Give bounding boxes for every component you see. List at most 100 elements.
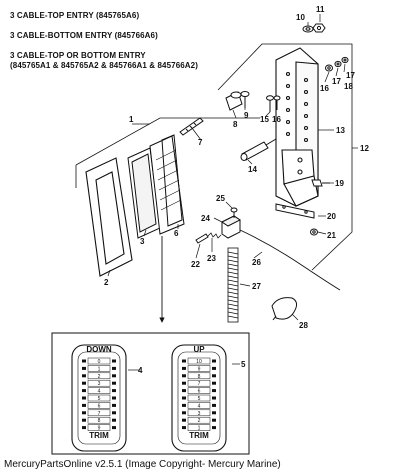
decal-down-number: 5 <box>98 396 101 402</box>
callout-28: 28 <box>299 321 308 330</box>
part-frame-2 <box>85 157 133 277</box>
decal-up-tick-mark <box>182 381 186 385</box>
callout-26: 26 <box>252 258 261 267</box>
decal-up-cell <box>187 379 211 387</box>
decal-down-tick-mark <box>112 418 116 422</box>
callout-5: 5 <box>241 360 246 369</box>
callout-18: 18 <box>344 82 353 91</box>
decal-up-cell <box>187 357 211 365</box>
decal-down-cell <box>87 424 111 431</box>
decal-down-cell <box>87 394 111 402</box>
part-nut-11 <box>312 23 326 33</box>
decal-down-number: 1 <box>98 366 101 372</box>
decal-down-tick-mark <box>112 381 116 385</box>
callout-12: 12 <box>360 144 369 153</box>
header-line-1: 3 CABLE-TOP ENTRY (845765A6) <box>10 11 140 20</box>
decal-down-number: 4 <box>98 389 101 395</box>
decal-down-number: 0 <box>98 359 101 365</box>
decal-up-tick-mark <box>182 389 186 393</box>
decal-down-number: 8 <box>98 418 101 424</box>
part-screw-25 <box>230 207 238 218</box>
decal-up-tick-mark <box>212 374 216 378</box>
header-line-4: (845765A1 & 845765A2 & 845766A1 & 845766… <box>10 61 198 70</box>
callout-23: 23 <box>207 254 216 263</box>
decal-panel-box <box>51 332 250 455</box>
callout-9: 9 <box>244 111 249 120</box>
decal-up-number: 6 <box>198 389 201 395</box>
part-screw-9 <box>240 91 250 108</box>
decal-down-tick-mark <box>112 389 116 393</box>
callout-11: 11 <box>316 5 325 14</box>
decal-up-tick-mark <box>182 426 186 430</box>
decal-down-tick-mark <box>82 418 86 422</box>
decal-down-cell <box>87 372 111 380</box>
decal-down-cell <box>87 357 111 365</box>
decal-down-number: 6 <box>98 403 101 409</box>
decal-down-tick-mark <box>82 389 86 393</box>
part-backplate-6 <box>149 134 185 235</box>
copyright-footer: MercuryPartsOnline v2.5.1 (Image Copyrig… <box>4 459 281 470</box>
decal-down-cell <box>87 379 111 387</box>
decal-down-trim: TRIM <box>89 431 109 440</box>
decal-up-cell <box>187 416 211 424</box>
decal-up-tick-mark <box>182 403 186 407</box>
part-block-24 <box>221 215 241 239</box>
header-line-2: 3 CABLE-BOTTOM ENTRY (845766A6) <box>10 31 158 40</box>
decal-down-tick-mark <box>82 426 86 430</box>
decal-down-cell <box>87 416 111 424</box>
decal-up-cell <box>187 387 211 394</box>
callout-7: 7 <box>198 138 203 147</box>
decal-up-cell <box>187 402 211 409</box>
decal-up-tick-mark <box>182 411 186 415</box>
decal-up-tick-mark <box>182 418 186 422</box>
decal-down-cell <box>87 402 111 409</box>
decal-up-tick-mark <box>212 381 216 385</box>
callout-25: 25 <box>216 194 225 203</box>
decal-up-number: 7 <box>198 381 201 387</box>
decal-up-cell <box>187 409 211 417</box>
decal-up-number: 10 <box>196 359 202 365</box>
decal-down-tick-mark <box>82 381 86 385</box>
decal-up-number: 9 <box>198 366 201 372</box>
callout-16-left: 16 <box>272 115 281 124</box>
part-washer-17 <box>334 60 342 68</box>
decal-up-tick-mark <box>212 403 216 407</box>
decal-up-number: 5 <box>198 396 201 402</box>
callout-4: 4 <box>138 366 143 375</box>
part-bracket-13 <box>275 47 319 207</box>
callout-13: 13 <box>336 126 345 135</box>
decal-up-number: 8 <box>198 374 201 380</box>
callout-10: 10 <box>296 13 305 22</box>
decal-down-label: DOWN <box>86 345 112 354</box>
decal-up-number: 2 <box>198 418 201 424</box>
decal-down-cell <box>87 409 111 417</box>
decal-down-tick-mark <box>82 403 86 407</box>
part-screw-19 <box>311 179 330 187</box>
decal-up-tick-mark <box>212 411 216 415</box>
part-pin-7 <box>179 117 204 136</box>
callout-15: 15 <box>260 115 269 124</box>
decal-down-tick-mark <box>112 374 116 378</box>
part-nut-21 <box>310 228 318 236</box>
leader-lines <box>107 14 358 371</box>
part-nut-16-right <box>325 64 333 72</box>
decal-down-number: 9 <box>98 426 101 432</box>
decal-down-cell <box>87 365 111 372</box>
callout-labels: 1 2 3 4 5 6 7 8 9 10 11 12 13 14 15 16 1… <box>104 5 369 375</box>
decal-up-tick-mark <box>212 366 216 370</box>
decal-up-tick-mark <box>212 396 216 400</box>
callout-17-upper: 17 <box>346 71 355 80</box>
part-bushing-8 <box>225 91 243 111</box>
callout-1: 1 <box>129 115 134 124</box>
decal-up-cell <box>187 365 211 372</box>
decal-up-tick-mark <box>212 426 216 430</box>
part-nut-18 <box>341 56 349 64</box>
decal-down-tick-mark <box>112 396 116 400</box>
bracket-frame-outline <box>217 43 353 271</box>
callout-21: 21 <box>327 231 336 240</box>
callout-8: 8 <box>233 120 238 129</box>
decal-up-cell <box>187 424 211 431</box>
assembly-group-outline <box>75 117 260 188</box>
